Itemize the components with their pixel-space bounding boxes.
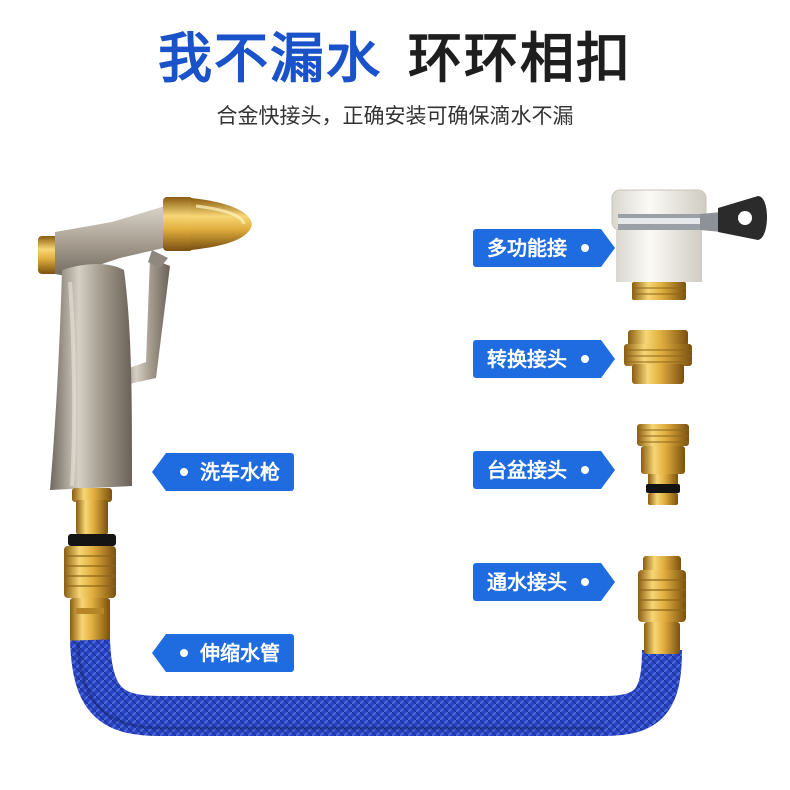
label-water-connector: 通水接头 — [473, 563, 615, 601]
spray-gun — [38, 197, 252, 546]
hose-connector-left — [64, 546, 116, 642]
headline-part-1: 我不漏水 — [158, 27, 382, 90]
expandable-hose — [70, 638, 682, 736]
headline: 我不漏水环环相扣 — [0, 26, 790, 92]
faucet-connector — [637, 424, 689, 505]
label-spray-gun: 洗车水枪 — [152, 453, 294, 491]
headline-part-2: 环环相扣 — [408, 27, 632, 90]
label-adapter-connector: 转换接头 — [473, 340, 615, 378]
hose-connector-right — [638, 556, 686, 654]
label-expandable-hose: 伸缩水管 — [152, 634, 294, 672]
headline-subtitle: 合金快接头，正确安装可确保滴水不漏 — [216, 104, 574, 128]
multi-function-connector — [611, 189, 767, 300]
label-multi-function-connector: 多功能接 — [473, 229, 615, 267]
label-faucet-connector: 台盆接头 — [473, 451, 615, 489]
adapter-connector — [624, 330, 692, 384]
